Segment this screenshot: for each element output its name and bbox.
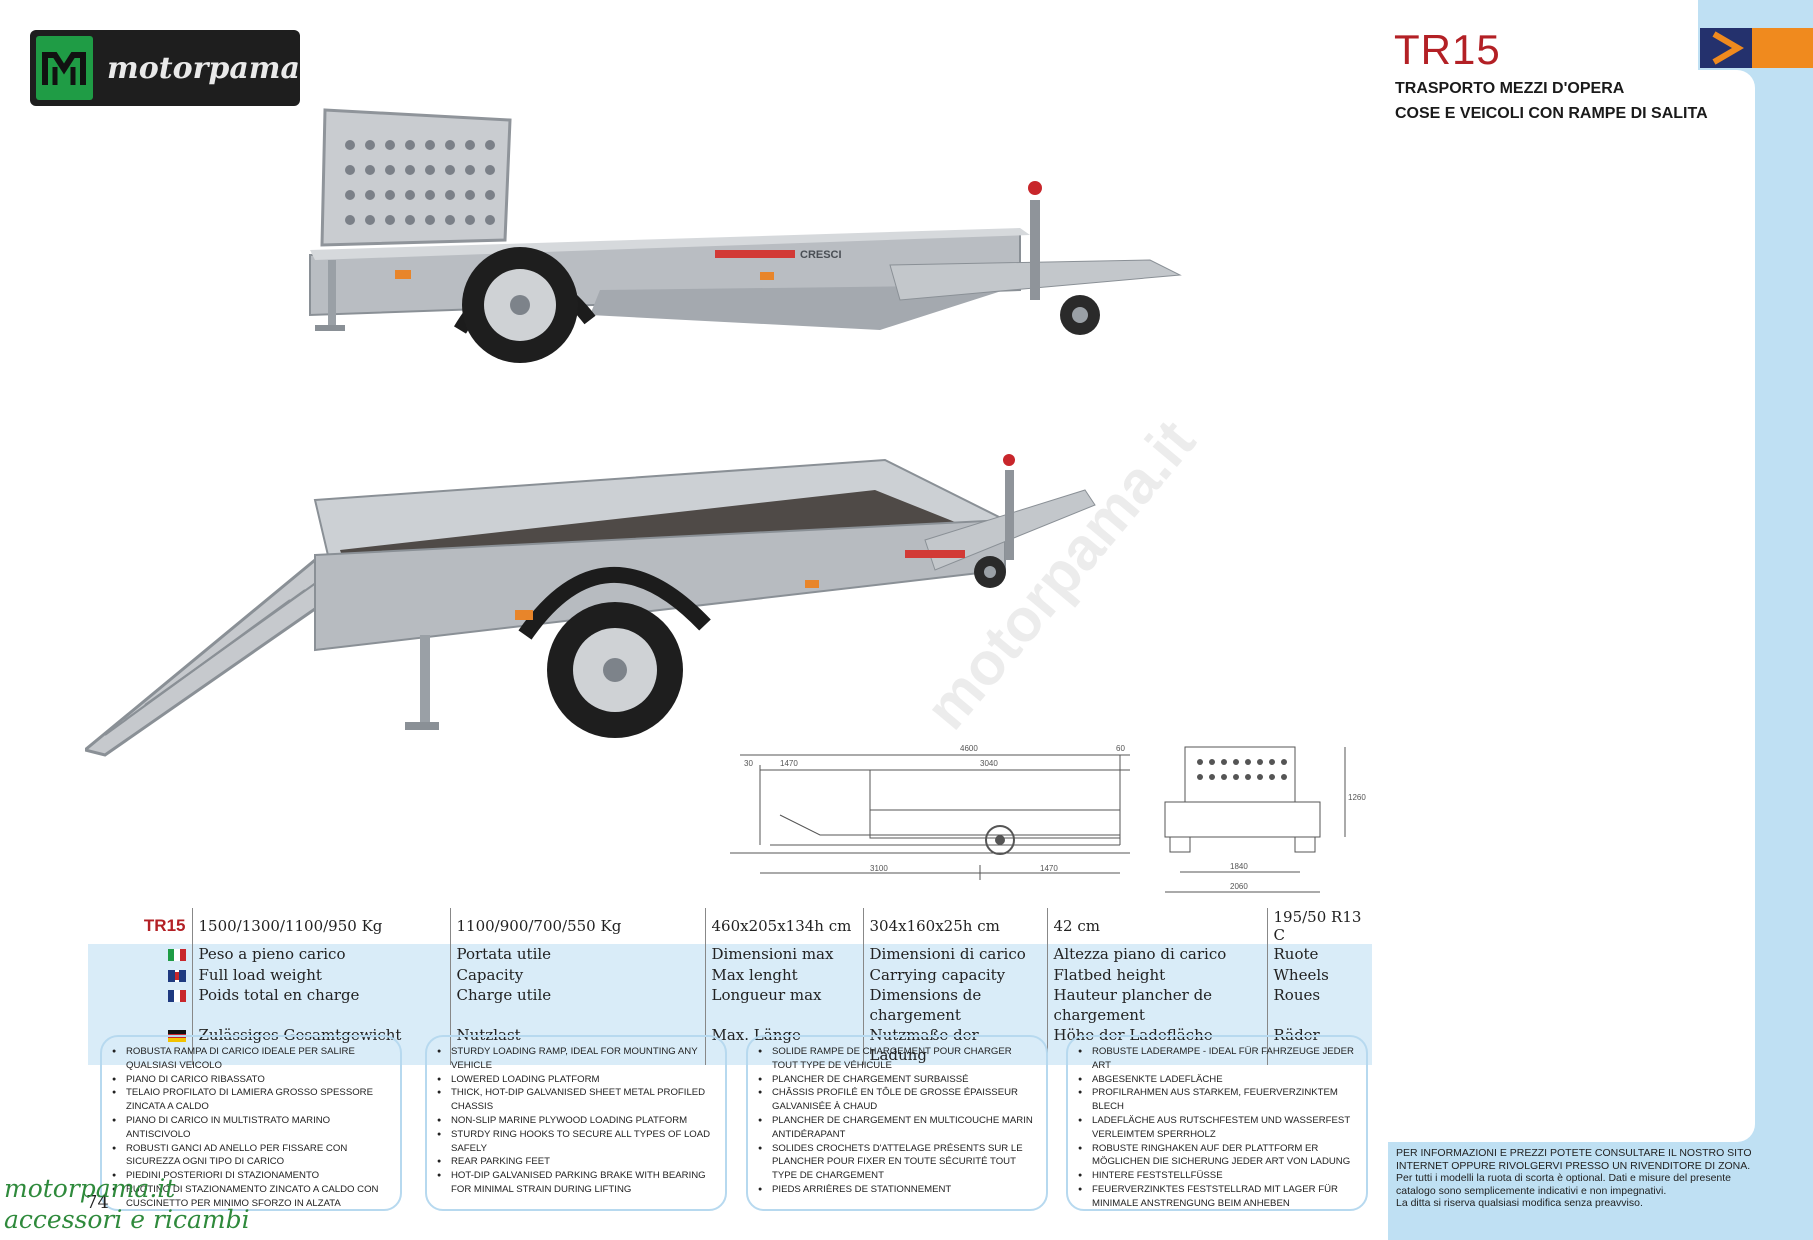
features-italian: Robusta rampa di carico ideale per salir… [100, 1035, 402, 1211]
dim-total-length: 4600 [960, 744, 978, 753]
model-subtitle-1: TRASPORTO MEZZI D'OPERA [1395, 80, 1625, 97]
page-number: 74 [86, 1192, 109, 1213]
spec-label: Charge utile [450, 985, 706, 1025]
feature-item: Piedini posteriori di stazionamento [112, 1169, 392, 1183]
spec-label: Altezza piano di carico [1047, 944, 1268, 965]
dim-outer-width: 2060 [1230, 882, 1248, 891]
contact-line-2: Per tutti i modelli la ruota di scorta è… [1396, 1172, 1732, 1197]
dim-right-offset: 60 [1116, 744, 1125, 753]
feature-item: Thick, hot-dip galvanised sheet metal pr… [437, 1086, 717, 1114]
feature-item: Solides crochets d'attelage présents sur… [758, 1142, 1038, 1183]
technical-drawing-rear: 1260 1840 2060 [1164, 746, 1366, 893]
feature-item: Ruotino di stazionamento zincato a caldo… [112, 1183, 392, 1211]
feature-item: Robuste Laderampe - ideal für Fahrzeuge … [1078, 1045, 1358, 1073]
loading-ramp [320, 108, 512, 247]
spec-value: 304x160x25h cm [863, 908, 1048, 944]
side-header [1388, 0, 1698, 70]
chevron-right-icon [1712, 31, 1744, 65]
side-panel-inner [1388, 70, 1755, 1142]
uk-flag-icon [167, 969, 186, 982]
feature-item: Telaio profilato di lamiera grosso spess… [112, 1086, 392, 1114]
spec-value: 460x205x134h cm [705, 908, 864, 944]
spec-value: 1500/1300/1100/950 Kg [192, 908, 451, 944]
feature-item: Sturdy loading ramp, ideal for mounting … [437, 1045, 717, 1073]
feature-item: Rear parking feet [437, 1155, 717, 1169]
spec-label: Max lenght [705, 964, 864, 985]
model-title: TR15 [1394, 26, 1501, 73]
specs-row-italian: Peso a pieno carico Portata utile Dimens… [88, 944, 1372, 965]
loading-ramp-lowered [85, 557, 337, 757]
page-tab-marker [1752, 28, 1813, 68]
model-subtitle-2: COSE E VEICOLI CON RAMPE DI SALITA [1395, 105, 1708, 122]
specs-row-english: Full load weight Capacity Max lenght Car… [88, 964, 1372, 985]
brand-name: motorpama [106, 50, 300, 86]
feature-item: Robusti ganci ad anello per fissare con … [112, 1142, 392, 1170]
feature-item: Pieds arrières de stationnement [758, 1183, 1038, 1197]
spec-label: Wheels [1267, 964, 1372, 985]
feature-item: Sturdy ring hooks to secure all types of… [437, 1128, 717, 1156]
france-flag-icon [167, 990, 186, 1002]
spec-label: Portata utile [450, 944, 706, 965]
dim-left-offset: 30 [744, 759, 753, 768]
next-page-arrow[interactable] [1700, 28, 1752, 68]
feature-item: Abgesenkte Ladefläche [1078, 1073, 1358, 1087]
spec-label: Dimensions de chargement [863, 985, 1048, 1025]
brand-logo-icon [36, 36, 93, 100]
features-german: Robuste Laderampe - ideal für Fahrzeuge … [1066, 1035, 1368, 1211]
dim-bottom-left: 3100 [870, 864, 888, 873]
footer-tagline: accessori e ricambi [4, 1205, 250, 1234]
feature-item: Profilrahmen aus starkem, feuerverzinkte… [1078, 1086, 1358, 1114]
feature-item: Hintere Feststellfüsse [1078, 1169, 1358, 1183]
features-french: Solide rampe de chargement pour charger … [746, 1035, 1048, 1211]
feature-item: Robuste Ringhaken auf der Plattform er m… [1078, 1142, 1358, 1170]
spec-label: Capacity [450, 964, 706, 985]
spec-label: Ruote [1267, 944, 1372, 965]
spec-label: Peso a pieno carico [192, 944, 451, 965]
feature-item: Solide rampe de chargement pour charger … [758, 1045, 1038, 1073]
feature-item: Robusta rampa di carico ideale per salir… [112, 1045, 392, 1073]
trailer-photo-perspective [85, 454, 1096, 757]
spec-value: 1100/900/700/550 Kg [450, 908, 706, 944]
specs-header-row: TR15 1500/1300/1100/950 Kg 1100/900/700/… [88, 908, 1372, 944]
spec-label: Poids total en charge [192, 985, 451, 1025]
spec-label: Roues [1267, 985, 1372, 1025]
spec-label: Hauteur plancher de chargement [1047, 985, 1268, 1025]
dim-bottom-right: 1470 [1040, 864, 1058, 873]
feature-item: Hot-dip galvanised parking brake with be… [437, 1169, 717, 1197]
brand-logo: motorpama [30, 30, 300, 106]
feature-item: Plancher de chargement surbaissé [758, 1073, 1038, 1087]
specs-row-french: Poids total en charge Charge utile Longu… [88, 985, 1372, 1025]
feature-item: Non-slip marine plywood loading platform [437, 1114, 717, 1128]
spec-label: Flatbed height [1047, 964, 1268, 985]
spec-label: Dimensioni max [705, 944, 864, 965]
feature-item: Châssis profilé en tôle de grosse épaiss… [758, 1086, 1038, 1114]
features-english: Sturdy loading ramp, ideal for mounting … [425, 1035, 727, 1211]
contact-line-3: La ditta si riserva qualsiasi modifica s… [1396, 1197, 1643, 1209]
svg-text:CRESCI: CRESCI [800, 249, 842, 261]
spec-value: 42 cm [1047, 908, 1268, 944]
feature-item: Piano di carico in multistrato marino an… [112, 1114, 392, 1142]
feature-item: Ladefläche aus rutschfestem und wasserfe… [1078, 1114, 1358, 1142]
contact-note: PER INFORMAZIONI E PREZZI POTETE CONSULT… [1396, 1147, 1756, 1210]
spec-label: Full load weight [192, 964, 451, 985]
feature-item: Feuerverzinktes Feststellrad mit Lager f… [1078, 1183, 1358, 1211]
footer-site: motorpama.it [4, 1174, 176, 1203]
feature-item: Piano di carico ribassato [112, 1073, 392, 1087]
italy-flag-icon [167, 949, 186, 961]
dim-front: 1470 [780, 759, 798, 768]
dim-rear: 3040 [980, 759, 998, 768]
spec-value: 195/50 R13 C [1273, 908, 1362, 944]
specs-model: TR15 [88, 908, 193, 944]
spec-label: Carrying capacity [863, 964, 1048, 985]
dim-inner-width: 1840 [1230, 862, 1248, 871]
dim-height: 1260 [1348, 793, 1366, 802]
feature-item: Lowered loading platform [437, 1073, 717, 1087]
trailer-photo-side: CRESCI [309, 108, 1182, 363]
technical-drawing-side: 4600 30 1470 3040 60 3100 1470 [730, 744, 1130, 880]
contact-line-1: PER INFORMAZIONI E PREZZI POTETE CONSULT… [1396, 1147, 1752, 1172]
spec-label: Dimensioni di carico [863, 944, 1048, 965]
feature-item: Plancher de chargement en multicouche ma… [758, 1114, 1038, 1142]
specs-table: TR15 1500/1300/1100/950 Kg 1100/900/700/… [88, 908, 1372, 1065]
spec-label: Longueur max [705, 985, 864, 1025]
